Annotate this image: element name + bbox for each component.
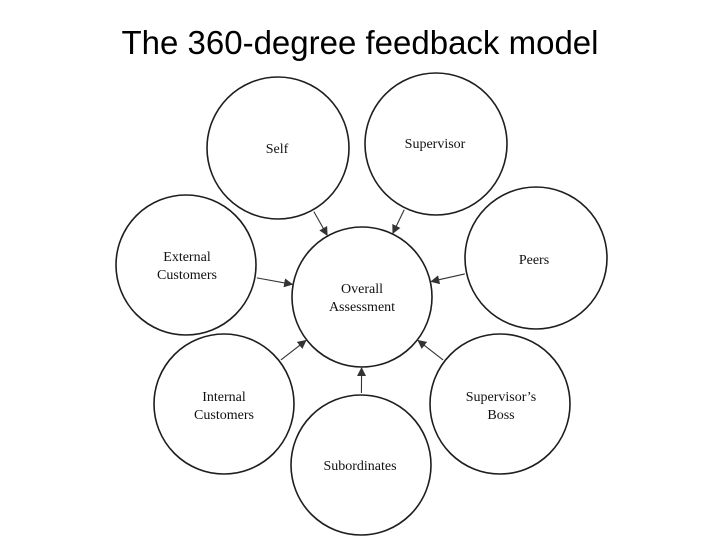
page-title: The 360-degree feedback model <box>121 24 599 61</box>
node-circle-internal-customers <box>153 333 295 475</box>
node-label-self: Self <box>266 142 289 157</box>
arrows-layer <box>256 209 465 394</box>
arrow-internal-customers-to-center <box>280 339 307 361</box>
node-subordinates: Subordinates <box>290 394 432 536</box>
node-label-peers: Peers <box>519 253 549 268</box>
node-supervisor: Supervisor <box>364 72 508 216</box>
arrow-self-to-center <box>313 211 328 237</box>
arrow-external-customers-to-center <box>256 277 294 288</box>
node-circle-supervisors-boss <box>429 333 571 475</box>
node-label-center: Overall <box>341 282 383 297</box>
node-label-external-customers: Customers <box>157 268 217 283</box>
node-self: Self <box>206 76 350 220</box>
node-label-external-customers: External <box>163 250 211 265</box>
node-circle-external-customers <box>115 194 257 336</box>
node-label-supervisors-boss: Boss <box>487 408 514 423</box>
arrow-supervisors-boss-to-center <box>417 339 444 361</box>
arrow-supervisor-to-center <box>392 209 405 234</box>
node-label-supervisors-boss: Supervisor’s <box>466 390 537 405</box>
node-label-supervisor: Supervisor <box>405 137 466 152</box>
nodes-layer: Self SupervisorPeersSupervisor’sBossSubor… <box>115 72 608 536</box>
node-circle-subordinates <box>290 394 432 536</box>
node-circle-center <box>291 226 433 368</box>
node-label-internal-customers: Customers <box>194 408 254 423</box>
node-circle-self <box>206 76 350 220</box>
arrow-peers-to-center <box>430 273 465 285</box>
node-circle-supervisor <box>364 72 508 216</box>
node-circle-peers <box>464 186 608 330</box>
node-label-internal-customers: Internal <box>202 390 246 405</box>
node-label-subordinates: Subordinates <box>323 459 396 474</box>
node-label-center: Assessment <box>329 300 395 315</box>
node-peers: Peers <box>464 186 608 330</box>
